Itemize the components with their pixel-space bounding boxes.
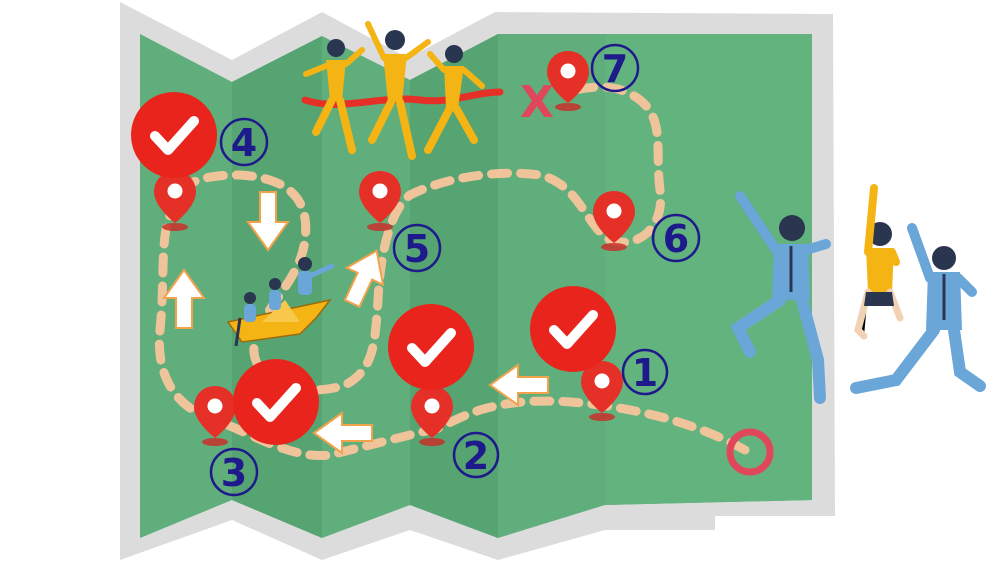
svg-text:5: 5 [404, 227, 430, 271]
check-badge-icon [131, 92, 217, 178]
check-badge-icon [530, 286, 616, 372]
svg-text:1: 1 [632, 351, 658, 395]
check-badge-icon [233, 359, 319, 445]
svg-text:6: 6 [663, 217, 689, 261]
svg-text:7: 7 [602, 47, 628, 91]
finish-x-icon: X [520, 77, 554, 128]
step-number-7: 7 [590, 43, 640, 93]
check-badge-icon [388, 304, 474, 390]
step-number-2: 2 [452, 431, 500, 479]
boat-team-illustration [226, 257, 335, 347]
svg-text:2: 2 [463, 434, 489, 478]
start-circle-icon [726, 428, 774, 476]
step-number-5: 5 [392, 223, 442, 273]
svg-text:4: 4 [231, 121, 257, 165]
runners-finish-illustration [301, 21, 504, 160]
step-number-3: 3 [209, 447, 259, 497]
jumping-team-illustration [730, 184, 986, 404]
step-number-6: 6 [651, 213, 701, 263]
svg-text:3: 3 [221, 451, 247, 495]
step-number-1: 1 [621, 348, 669, 396]
step-number-4: 4 [219, 117, 269, 167]
